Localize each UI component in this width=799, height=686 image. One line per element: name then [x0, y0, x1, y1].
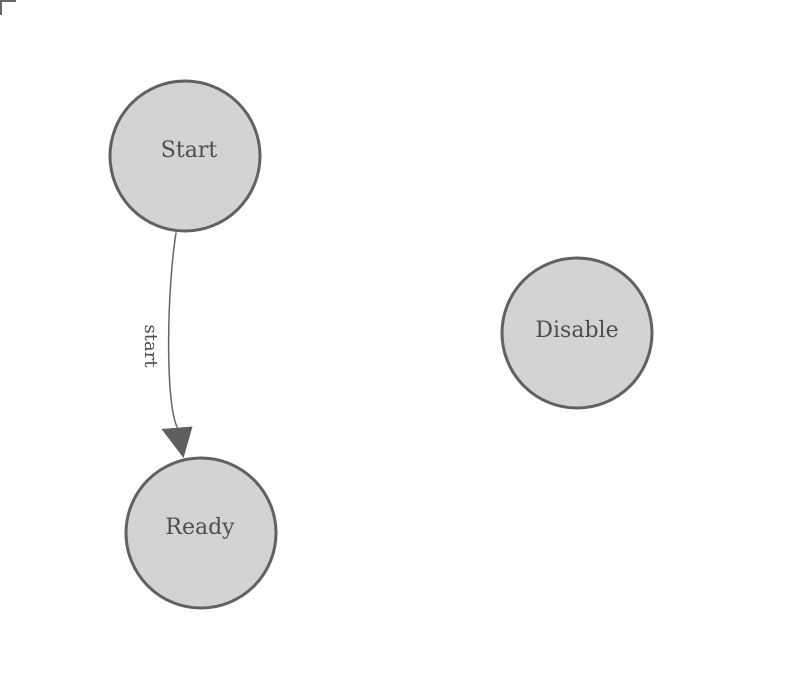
state-label-start: Start	[161, 138, 218, 163]
transition-start-ready[interactable]: start	[140, 232, 193, 458]
state-node-start[interactable]: Start	[108, 79, 262, 233]
state-circle-ready	[124, 456, 278, 610]
transition-curve	[167, 232, 178, 428]
state-node-ready[interactable]: Ready	[124, 456, 278, 610]
state-circle-start	[108, 79, 262, 233]
state-label-disable: Disable	[535, 318, 618, 343]
canvas-corner-mark	[0, 0, 16, 15]
arrowhead-icon	[161, 426, 193, 458]
state-label-ready: Ready	[165, 515, 235, 540]
transition-label: start	[140, 324, 161, 368]
state-node-disable[interactable]: Disable	[500, 256, 654, 410]
state-circle-disable	[500, 256, 654, 410]
